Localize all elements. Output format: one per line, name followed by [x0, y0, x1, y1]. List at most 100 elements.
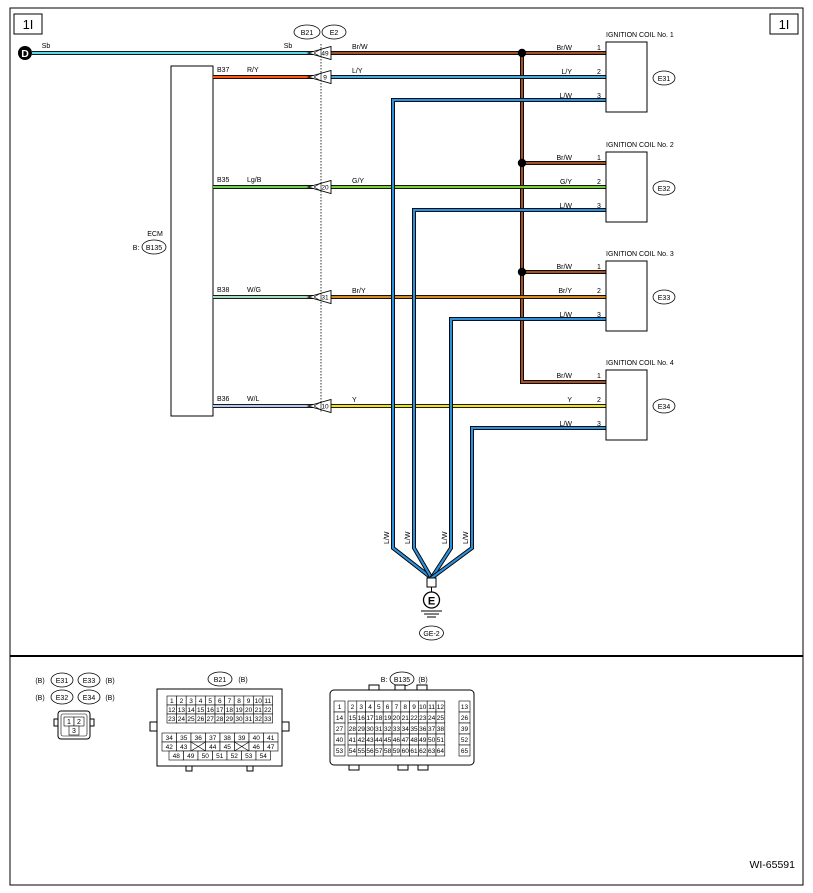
pin-number: 47 [402, 737, 410, 744]
pin-number: 4 [368, 704, 372, 711]
pin-number: 12 [437, 704, 445, 711]
pin-number: 23 [419, 715, 427, 722]
inline-connector-arrow [313, 72, 322, 82]
coil-pin-number: 3 [597, 203, 601, 210]
coil-pin-number: 1 [597, 155, 601, 162]
pin-number: 19 [384, 715, 392, 722]
legend-conn-id: E32 [56, 695, 69, 702]
pin-number: 41 [349, 737, 357, 744]
page-frame [9, 7, 804, 886]
coil-pin-number: 2 [597, 288, 601, 295]
pin-number: 52 [231, 753, 239, 760]
pin-number: 7 [228, 698, 232, 705]
inline-pin-number: 49 [321, 51, 329, 58]
pin-number: 20 [245, 707, 253, 714]
pin-number: 43 [366, 737, 374, 744]
pin-number: 13 [461, 704, 469, 711]
b21-latch [149, 721, 158, 732]
coil-title: IGNITION COIL No. 2 [606, 142, 674, 149]
legend-conn-suffix: (B) [105, 678, 114, 685]
coil-title: IGNITION COIL No. 3 [606, 251, 674, 258]
lw-ground-wire-outline [412, 208, 606, 580]
pin-number: 11 [264, 698, 271, 705]
coil-pin-wire-label: L/W [560, 203, 573, 210]
ecm-wire-label: Lg/B [247, 177, 262, 184]
source-letter: D [21, 48, 29, 60]
coil-box [605, 151, 648, 223]
pin-number: 17 [366, 715, 374, 722]
coil-pin-wire-label: Br/W [556, 155, 572, 162]
ecm-pin-label: B35 [217, 177, 230, 184]
legend-conn-prefix: B: [381, 677, 388, 684]
coil-box [605, 369, 648, 441]
b21-key [185, 765, 193, 772]
pin-number: 54 [260, 753, 268, 760]
ground-wire-label: L/W [384, 531, 391, 544]
ecm-pin-label: B37 [217, 67, 230, 74]
lw-ground-wire-outline [430, 426, 606, 580]
pin-number: 18 [226, 707, 234, 714]
inline-pin-number: 9 [323, 75, 327, 82]
ground-wire-label: L/W [463, 531, 470, 544]
pin-number: 49 [187, 753, 195, 760]
coil-connector-latch [53, 718, 59, 727]
pin-cell [255, 750, 271, 761]
pin-number: 25 [187, 716, 195, 723]
pin-number: 21 [402, 715, 410, 722]
pin-number: 53 [245, 753, 253, 760]
ground-junction [426, 577, 437, 588]
pin-number: 31 [375, 726, 383, 733]
pin-number: 5 [208, 698, 212, 705]
pin-number: 35 [180, 735, 188, 742]
pin-number: 17 [216, 707, 224, 714]
pin-number: 65 [461, 748, 469, 755]
pin-number: 27 [207, 716, 215, 723]
pin-number: 39 [461, 726, 469, 733]
coil-conn-id: E32 [658, 186, 671, 193]
b135-key [416, 684, 428, 691]
pin-number: 25 [437, 715, 445, 722]
inline-pin-number: 10 [321, 404, 329, 411]
inline-connector-arrow [313, 182, 322, 192]
pin-cell [68, 725, 80, 736]
inline-connector-arrow [313, 292, 322, 302]
pin-number: 43 [180, 744, 188, 751]
pin-number: 50 [428, 737, 436, 744]
pin-number: 37 [428, 726, 436, 733]
pin-number: 55 [358, 748, 366, 755]
pin-number: 29 [226, 716, 234, 723]
ecm-pin-label: B36 [217, 396, 230, 403]
ground-conn-oval [419, 625, 444, 641]
pin-number: 9 [412, 704, 416, 711]
coil-pin-wire-label: Br/W [556, 264, 572, 271]
ground-wire-label: L/W [405, 531, 412, 544]
pin-number: 62 [419, 748, 427, 755]
pin-cell [435, 744, 446, 757]
pin-number: 7 [395, 704, 399, 711]
pin-number: 45 [384, 737, 392, 744]
pin-number: 46 [253, 744, 261, 751]
lw-ground-wire [391, 98, 606, 579]
pin-cell [262, 713, 273, 724]
pin-number: 48 [410, 737, 418, 744]
pin-number: 30 [235, 716, 243, 723]
pin-number: 14 [336, 715, 344, 722]
pin-number: 3 [72, 728, 76, 735]
pin-number: 37 [209, 735, 217, 742]
coil-pin-wire-label: Br/W [556, 45, 572, 52]
inline-conn-label: E2 [330, 30, 339, 37]
coil-conn-oval [652, 70, 676, 86]
inline-connector-arrow [313, 48, 322, 58]
coil-connector-inner [60, 713, 88, 737]
pin-number: 44 [209, 744, 217, 751]
legend-conn-prefix: (B) [35, 678, 44, 685]
legend-conn-oval [207, 671, 233, 687]
pin-number: 14 [187, 707, 195, 714]
inline-connector-pin [306, 69, 332, 85]
legend-conn-oval [50, 689, 74, 705]
pin-number: 40 [336, 737, 344, 744]
pin-number: 10 [419, 704, 427, 711]
coil-pin-wire-label: G/Y [560, 179, 572, 186]
coil-pin-wire-label: Y [567, 397, 572, 404]
